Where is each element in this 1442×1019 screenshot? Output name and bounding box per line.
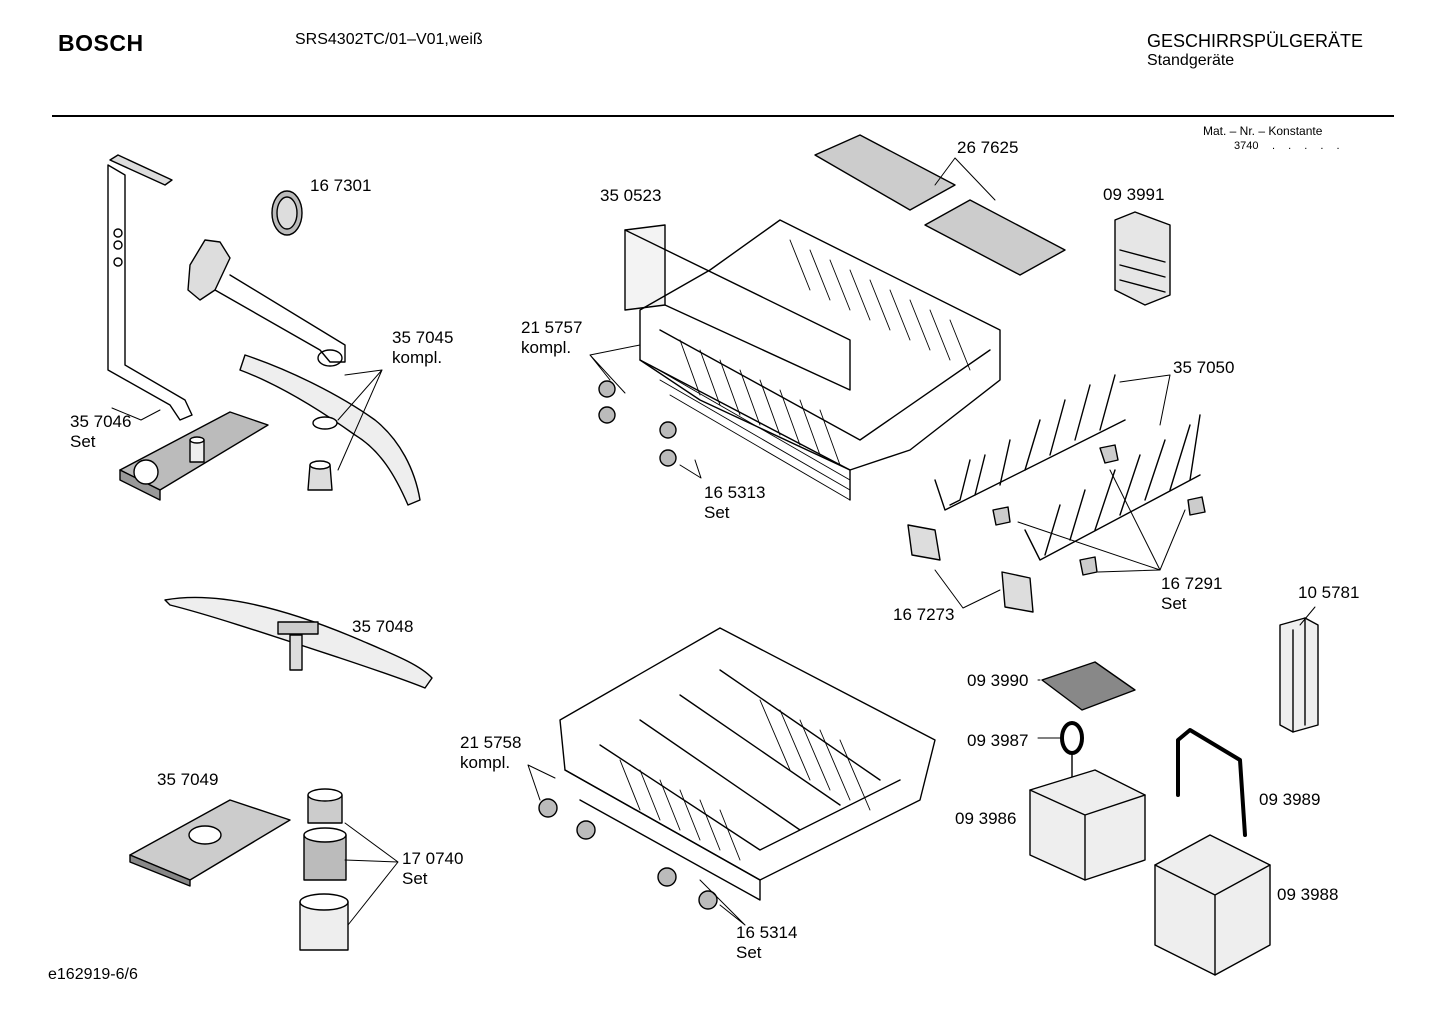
spray-feed-arm-drawing: [187, 239, 346, 367]
part-number: 10 5781: [1298, 583, 1360, 602]
model-number: SRS4302TC/01–V01,weiß: [295, 31, 483, 48]
leader-lines: [111, 157, 1316, 926]
part-number: 35 7048: [352, 617, 414, 636]
part-number: 21 5758: [460, 733, 522, 752]
upper-spray-arm-drawing: [239, 354, 421, 506]
part-number: 35 7049: [157, 770, 219, 789]
matnr-dots: . . . . .: [1272, 140, 1345, 152]
matnr-value: 3740: [1234, 140, 1259, 152]
lower-wheels-drawing: [538, 798, 718, 910]
part-label-35-7048: 35 7048: [352, 617, 413, 637]
part-number: 16 5314: [736, 923, 798, 942]
brand-logo: BOSCH: [58, 30, 144, 56]
part-note: Set: [704, 503, 730, 522]
part-label-09-3988: 09 3988: [1277, 885, 1338, 905]
part-label-16-7301: 16 7301: [310, 176, 371, 196]
part-number: 35 7046: [70, 412, 132, 431]
category-title: GESCHIRRSPÜLGERÄTE: [1147, 31, 1364, 51]
large-cutlery-basket-drawing: [1154, 834, 1271, 976]
part-label-09-3989: 09 3989: [1259, 790, 1320, 810]
part-label-35-7050: 35 7050: [1173, 358, 1234, 378]
filter-base-drawing: [119, 411, 269, 501]
large-handle-drawing: [1176, 728, 1247, 837]
cup-rack-drawing: [814, 134, 1066, 276]
part-number: 09 3988: [1277, 885, 1339, 904]
category-subtitle: Standgeräte: [1147, 52, 1235, 69]
part-number: 35 0523: [600, 186, 662, 205]
cutlery-tube-drawing: [1279, 617, 1319, 733]
strainer-disc-drawing: [271, 190, 303, 236]
part-label-09-3986: 09 3986: [955, 809, 1016, 829]
basket-lid-drawing: [1041, 661, 1136, 711]
upper-basket-drawing: [624, 219, 1001, 501]
part-label-35-0523: 35 0523: [600, 186, 661, 206]
part-note: Set: [70, 432, 96, 451]
lower-basket-drawing: [559, 627, 936, 901]
part-number: 16 5313: [704, 483, 766, 502]
part-number: 16 7273: [893, 605, 955, 624]
part-label-26-7625: 26 7625: [957, 138, 1018, 158]
plate-tines-drawing: [934, 374, 1206, 576]
part-note: kompl.: [460, 753, 511, 772]
part-number: 16 7301: [310, 176, 372, 195]
header-divider: [52, 115, 1394, 117]
part-label-09-3990: 09 3990: [967, 671, 1028, 691]
part-number: 17 0740: [402, 849, 464, 868]
upper-wheels-drawing: [598, 380, 677, 467]
part-note: kompl.: [392, 348, 443, 367]
part-label-09-3987: 09 3987: [967, 731, 1028, 751]
part-label-10-5781: 10 5781: [1298, 583, 1359, 603]
part-number: 09 3987: [967, 731, 1029, 750]
flat-filter-drawing: [129, 799, 291, 887]
supply-pipe-drawing: [107, 154, 193, 421]
part-label-35-7049: 35 7049: [157, 770, 218, 790]
part-number: 35 7045: [392, 328, 454, 347]
document-id: e162919-6/6: [48, 966, 138, 983]
lower-spray-arm-drawing: [164, 596, 433, 689]
part-number: 09 3989: [1259, 790, 1321, 809]
part-number: 26 7625: [957, 138, 1019, 157]
part-number: 09 3991: [1103, 185, 1165, 204]
part-note: Set: [1161, 594, 1187, 613]
small-cutlery-basket-drawing: [1114, 211, 1171, 306]
part-number: 21 5757: [521, 318, 583, 337]
part-note: Set: [736, 943, 762, 962]
part-number: 16 7291: [1161, 574, 1223, 593]
cutlery-basket-drawing: [1029, 769, 1146, 881]
rack-clip-drawing: [907, 524, 1034, 613]
part-number: 09 3990: [967, 671, 1029, 690]
part-number: 35 7050: [1173, 358, 1235, 377]
part-note: kompl.: [521, 338, 572, 357]
matnr-label: Mat. – Nr. – Konstante: [1203, 124, 1323, 138]
micro-filter-set-drawing: [299, 788, 349, 951]
part-number: 09 3986: [955, 809, 1017, 828]
part-label-16-7273: 16 7273: [893, 605, 954, 625]
part-note: Set: [402, 869, 428, 888]
part-label-09-3991: 09 3991: [1103, 185, 1164, 205]
